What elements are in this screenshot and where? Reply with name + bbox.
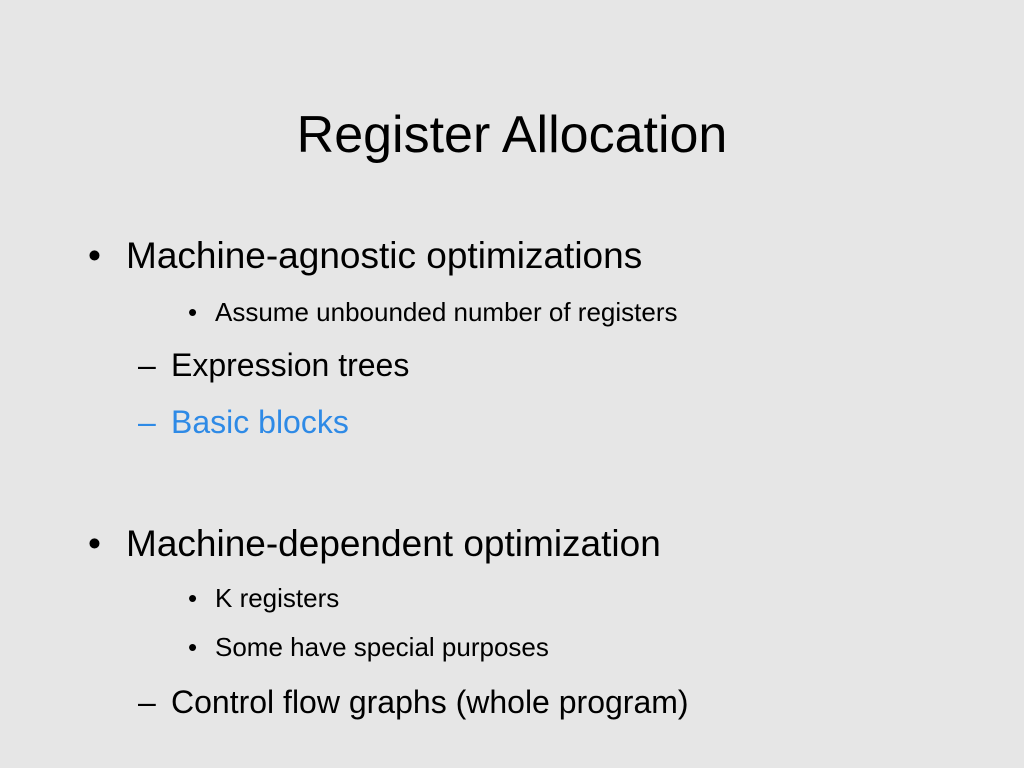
bullet-text: Machine-agnostic optimizations (126, 235, 643, 276)
bullet-icon: • (188, 297, 198, 327)
dash-icon: – (138, 684, 156, 720)
bullet-icon: • (188, 632, 198, 662)
slide-title: Register Allocation (296, 106, 728, 164)
bullet-text: K registers (215, 583, 340, 613)
dash-icon: – (138, 347, 156, 383)
bullet-text: Machine-dependent optimization (126, 523, 661, 564)
bullet-icon: • (188, 583, 198, 613)
bullet-icon: • (88, 235, 101, 276)
bullet-text: Some have special purposes (215, 632, 549, 662)
dash-text: Expression trees (171, 347, 410, 383)
dash-text: Basic blocks (171, 404, 349, 440)
bullet-text: Assume unbounded number of registers (215, 297, 678, 327)
dash-icon: – (138, 404, 156, 440)
dash-text: Control flow graphs (whole program) (171, 684, 689, 720)
bullet-icon: • (88, 523, 101, 564)
